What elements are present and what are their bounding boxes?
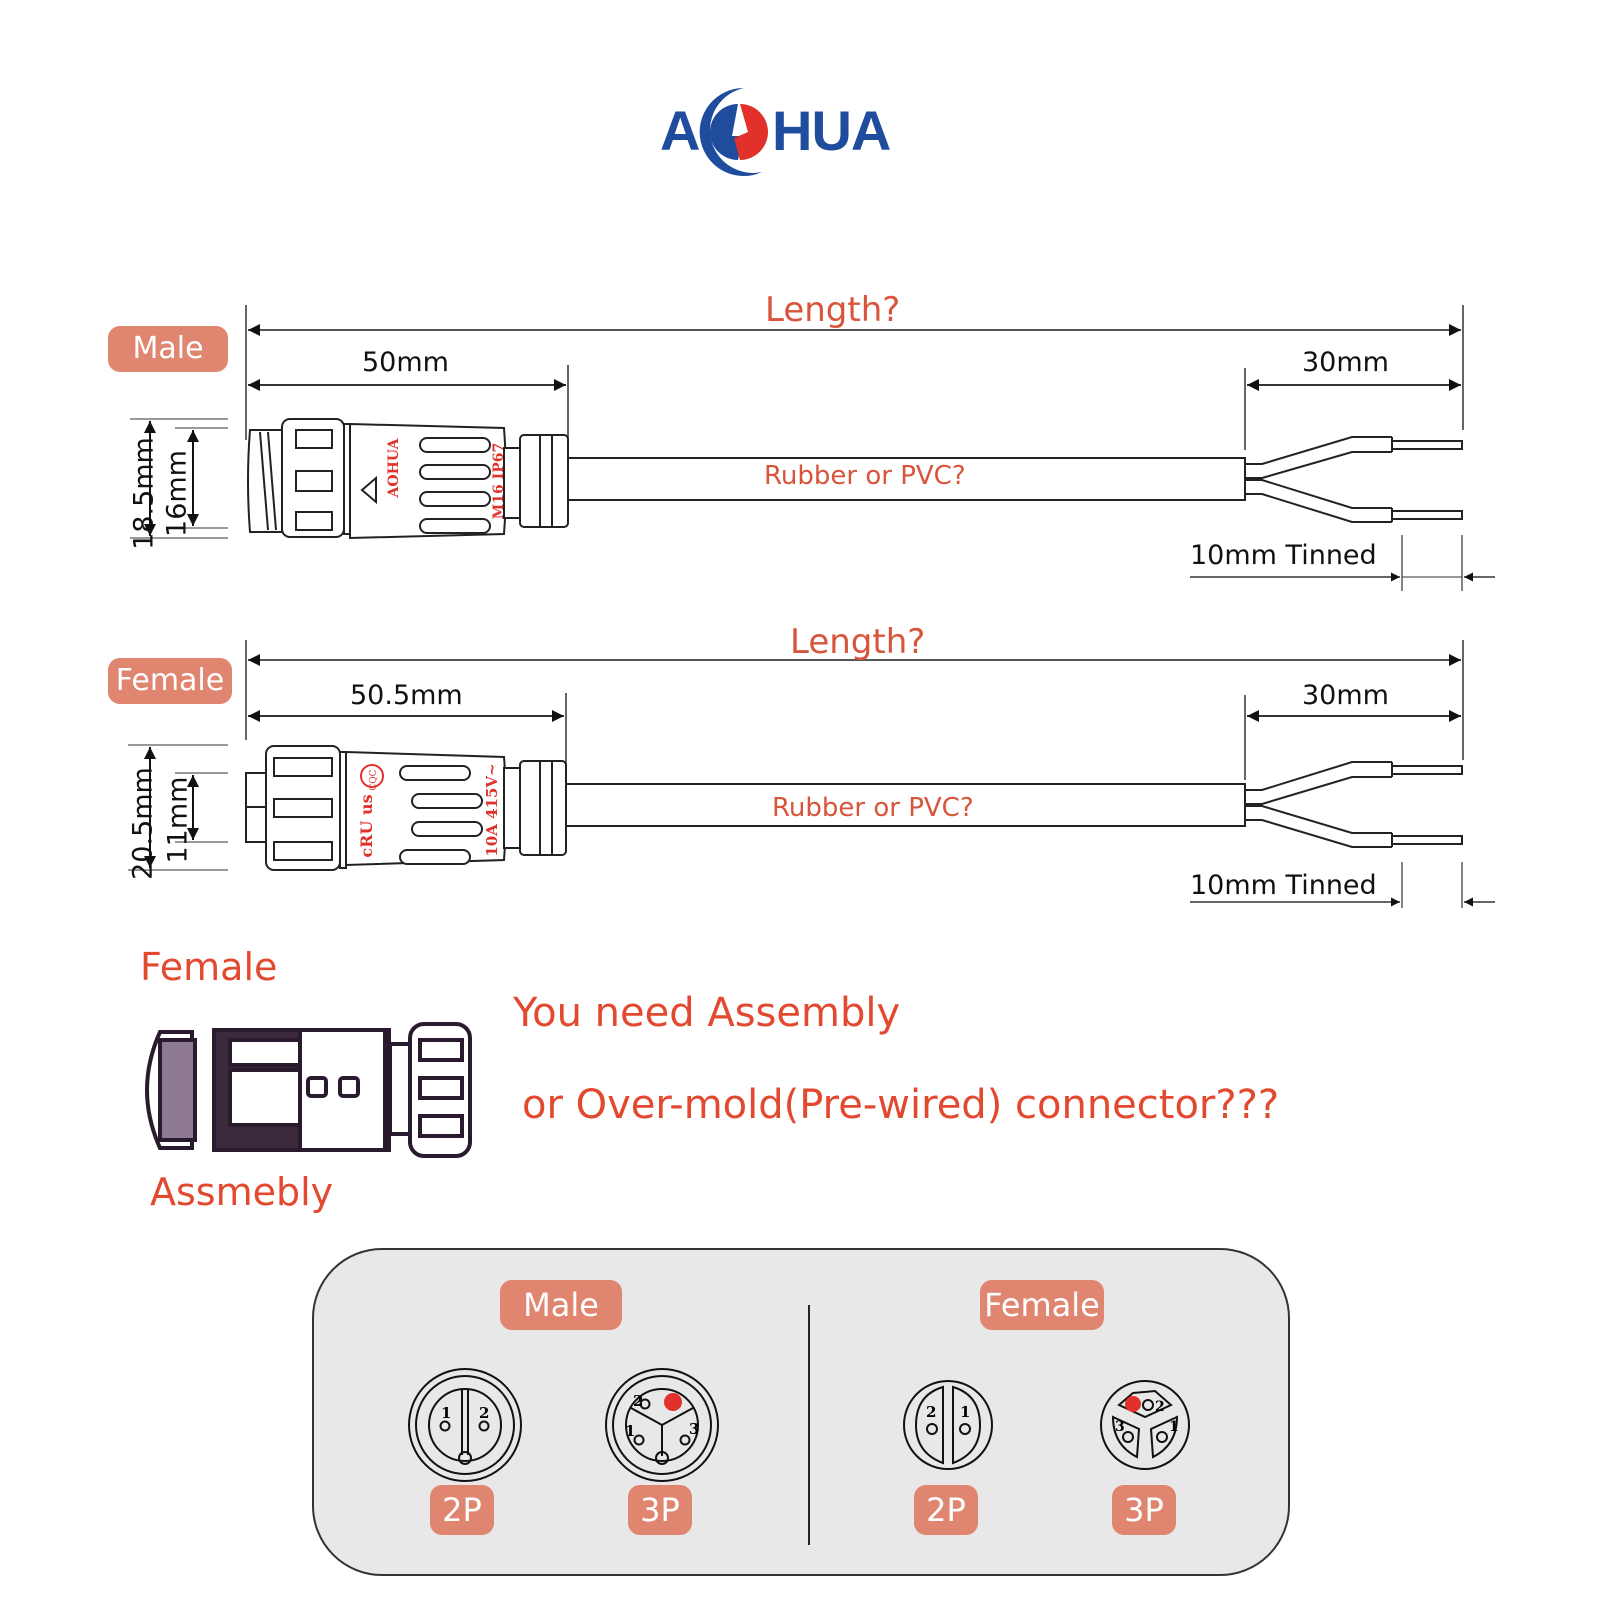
assembly-question-line2: or Over-mold(Pre-wired) connector??? bbox=[522, 1082, 1280, 1128]
svg-text:1: 1 bbox=[625, 1422, 635, 1440]
body-spec-marking: M16 IP67 bbox=[491, 443, 507, 519]
male-length-question: Length? bbox=[765, 290, 901, 330]
body-brand-marking: AOHUA bbox=[386, 437, 402, 498]
svg-text:2: 2 bbox=[633, 1392, 643, 1410]
male-3p-pin-diagram: 2 1 3 bbox=[605, 1368, 719, 1482]
panel-divider bbox=[808, 1305, 810, 1545]
male-2p-label: 2P bbox=[430, 1485, 494, 1535]
male-connector-body bbox=[247, 418, 569, 540]
assembly-connector-image bbox=[145, 1022, 472, 1158]
male-connector-length: 50mm bbox=[362, 347, 449, 378]
female-cable-drawing: CQC cRU us 10A 415V~ bbox=[128, 640, 1495, 908]
male-inner-diameter: 16mm bbox=[161, 450, 193, 537]
male-tinned-length: 10mm Tinned bbox=[1190, 540, 1377, 571]
female-3p-pin-diagram: 2 3 1 bbox=[1100, 1380, 1190, 1470]
female-inner-diameter: 11mm bbox=[162, 776, 194, 864]
svg-text:2: 2 bbox=[1155, 1399, 1165, 1415]
logo-text-right: HUA bbox=[772, 99, 891, 162]
male-cable-drawing: AOHUA M16 IP67 bbox=[130, 305, 1495, 591]
male-cable-material: Rubber or PVC? bbox=[764, 461, 966, 491]
svg-text:2: 2 bbox=[479, 1404, 489, 1422]
female-tinned-length: 10mm Tinned bbox=[1190, 870, 1377, 901]
male-3p-label: 3P bbox=[628, 1485, 692, 1535]
assembly-question-line1: You need Assembly bbox=[513, 990, 901, 1036]
svg-text:CQC: CQC bbox=[369, 769, 379, 790]
female-2p-pin-diagram: 2 1 bbox=[903, 1380, 993, 1470]
svg-text:1: 1 bbox=[1169, 1419, 1179, 1435]
cable-jacket bbox=[567, 457, 1246, 501]
female-3p-label: 3P bbox=[1112, 1485, 1176, 1535]
female-badge: Female bbox=[108, 658, 232, 704]
male-strip-length: 30mm bbox=[1302, 347, 1389, 378]
svg-text:3: 3 bbox=[1115, 1419, 1125, 1435]
svg-text:1: 1 bbox=[960, 1403, 970, 1421]
male-outer-diameter: 18.5mm bbox=[128, 437, 160, 550]
svg-text:1: 1 bbox=[441, 1404, 451, 1422]
logo-text-left: A bbox=[660, 99, 700, 162]
panel-male-badge: Male bbox=[500, 1280, 622, 1330]
ul-cert-icon: cRU us bbox=[357, 794, 376, 857]
panel-female-badge: Female bbox=[980, 1280, 1104, 1330]
stripped-wires bbox=[1245, 436, 1463, 523]
female-outer-diameter: 20.5mm bbox=[127, 767, 159, 880]
assembly-top-label: Female bbox=[140, 945, 278, 989]
male-2p-pin-diagram: 1 2 bbox=[408, 1368, 522, 1482]
female-connector-length: 50.5mm bbox=[350, 680, 463, 711]
female-connector-body bbox=[245, 745, 567, 871]
body-rating-marking: 10A 415V~ bbox=[483, 763, 501, 856]
ground-icon bbox=[664, 1393, 682, 1411]
male-badge: Male bbox=[108, 326, 228, 372]
female-length-question: Length? bbox=[790, 622, 926, 662]
lightning-bolt-icon bbox=[699, 87, 768, 176]
svg-text:3: 3 bbox=[689, 1420, 699, 1438]
female-strip-length: 30mm bbox=[1302, 680, 1389, 711]
cqc-cert-icon bbox=[360, 764, 384, 788]
female-cable-material: Rubber or PVC? bbox=[772, 793, 974, 823]
brand-logo: A HUA bbox=[660, 80, 900, 180]
svg-text:2: 2 bbox=[926, 1403, 936, 1421]
assembly-bottom-label: Assmebly bbox=[150, 1170, 334, 1214]
female-2p-label: 2P bbox=[914, 1485, 978, 1535]
ground-icon bbox=[1125, 1396, 1141, 1412]
